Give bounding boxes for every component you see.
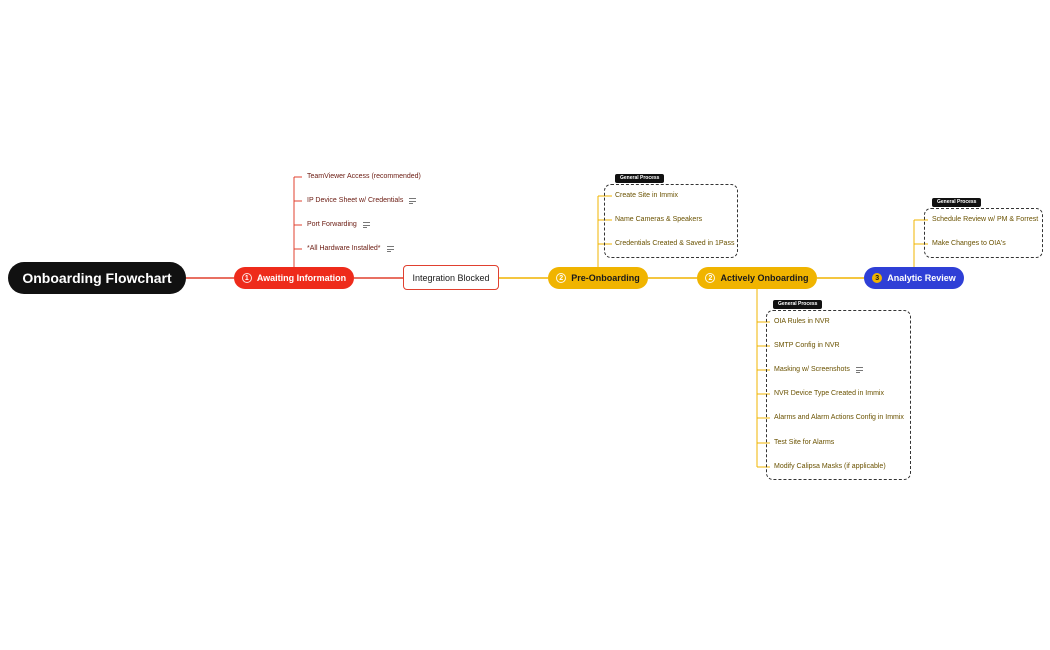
group-process-tag: General Process [932, 198, 982, 207]
stage-number-badge: 1 [241, 273, 252, 283]
actively-onboarding-label: Actively Onboarding [720, 273, 809, 283]
actively-onboarding-item-label: Alarms and Alarm Actions Config in Immix [774, 414, 904, 421]
pre-onboarding-item-label: Create Site in Immix [615, 192, 679, 199]
root-topic[interactable]: Onboarding Flowchart [8, 262, 186, 294]
actively-onboarding-item-label: Test Site for Alarms [774, 439, 835, 446]
actively-onboarding-item-label: SMTP Config in NVR [774, 342, 840, 349]
actively-onboarding-item-label: OIA Rules in NVR [774, 318, 830, 325]
group-process-tag: General Process [773, 300, 823, 309]
integration-blocked-node[interactable]: Integration Blocked [403, 265, 499, 290]
pre-onboarding-process-group [604, 184, 738, 258]
actively-onboarding-item[interactable]: Alarms and Alarm Actions Config in Immix [774, 413, 904, 423]
actively-onboarding-item[interactable]: NVR Device Type Created in Immix [774, 389, 884, 399]
actively-onboarding-item-label: Modify Calipsa Masks (if applicable) [774, 463, 886, 470]
stage-number-badge: 3 [872, 273, 883, 283]
analytic-review-node[interactable]: 3 Analytic Review [864, 267, 964, 289]
pre-onboarding-item-label: Credentials Created & Saved in 1Pass [615, 240, 735, 247]
awaiting-item-label: *All Hardware Installed* [307, 245, 381, 252]
awaiting-item[interactable]: Port Forwarding [307, 220, 370, 230]
awaiting-information-node[interactable]: 1 Awaiting Information [234, 267, 354, 289]
actively-onboarding-item[interactable]: OIA Rules in NVR [774, 317, 830, 327]
note-lines-icon[interactable] [386, 245, 394, 254]
pre-onboarding-item[interactable]: Create Site in Immix [615, 191, 678, 201]
pre-onboarding-label: Pre-Onboarding [571, 273, 640, 283]
analytic-review-item[interactable]: Make Changes to OIA's [932, 239, 1006, 249]
actively-onboarding-process-group [766, 310, 911, 480]
actively-onboarding-node[interactable]: 2 Actively Onboarding [697, 267, 817, 289]
root-topic-label: Onboarding Flowchart [22, 270, 172, 286]
group-process-tag: General Process [615, 174, 665, 183]
integration-blocked-label: Integration Blocked [412, 272, 490, 283]
note-lines-icon[interactable] [362, 221, 370, 230]
note-lines-icon[interactable] [409, 197, 417, 206]
awaiting-information-label: Awaiting Information [256, 273, 347, 283]
analytic-review-process-group [924, 208, 1043, 258]
analytic-review-item-label: Make Changes to OIA's [932, 240, 1006, 247]
analytic-review-item[interactable]: Schedule Review w/ PM & Forrest [932, 215, 1038, 225]
stage-number-badge: 2 [556, 273, 567, 283]
pre-onboarding-item[interactable]: Credentials Created & Saved in 1Pass [615, 239, 734, 249]
analytic-review-item-label: Schedule Review w/ PM & Forrest [932, 216, 1039, 223]
actively-onboarding-item-label: Masking w/ Screenshots [774, 366, 850, 373]
awaiting-item-label: IP Device Sheet w/ Credentials [307, 197, 404, 204]
awaiting-item-label: TeamViewer Access (recommended) [307, 173, 421, 180]
awaiting-item[interactable]: TeamViewer Access (recommended) [307, 172, 421, 182]
awaiting-item-label: Port Forwarding [307, 221, 357, 228]
awaiting-item[interactable]: IP Device Sheet w/ Credentials [307, 196, 417, 206]
awaiting-item[interactable]: *All Hardware Installed* [307, 244, 394, 254]
pre-onboarding-item[interactable]: Name Cameras & Speakers [615, 215, 702, 225]
pre-onboarding-node[interactable]: 2 Pre-Onboarding [548, 267, 648, 289]
stage-number-badge: 2 [705, 273, 716, 283]
actively-onboarding-item[interactable]: Modify Calipsa Masks (if applicable) [774, 462, 886, 472]
actively-onboarding-item[interactable]: Test Site for Alarms [774, 438, 834, 448]
pre-onboarding-item-label: Name Cameras & Speakers [615, 216, 703, 223]
note-lines-icon[interactable] [855, 366, 863, 375]
actively-onboarding-item[interactable]: Masking w/ Screenshots [774, 365, 863, 375]
actively-onboarding-item[interactable]: SMTP Config in NVR [774, 341, 840, 351]
analytic-review-label: Analytic Review [887, 273, 956, 283]
actively-onboarding-item-label: NVR Device Type Created in Immix [774, 390, 884, 397]
